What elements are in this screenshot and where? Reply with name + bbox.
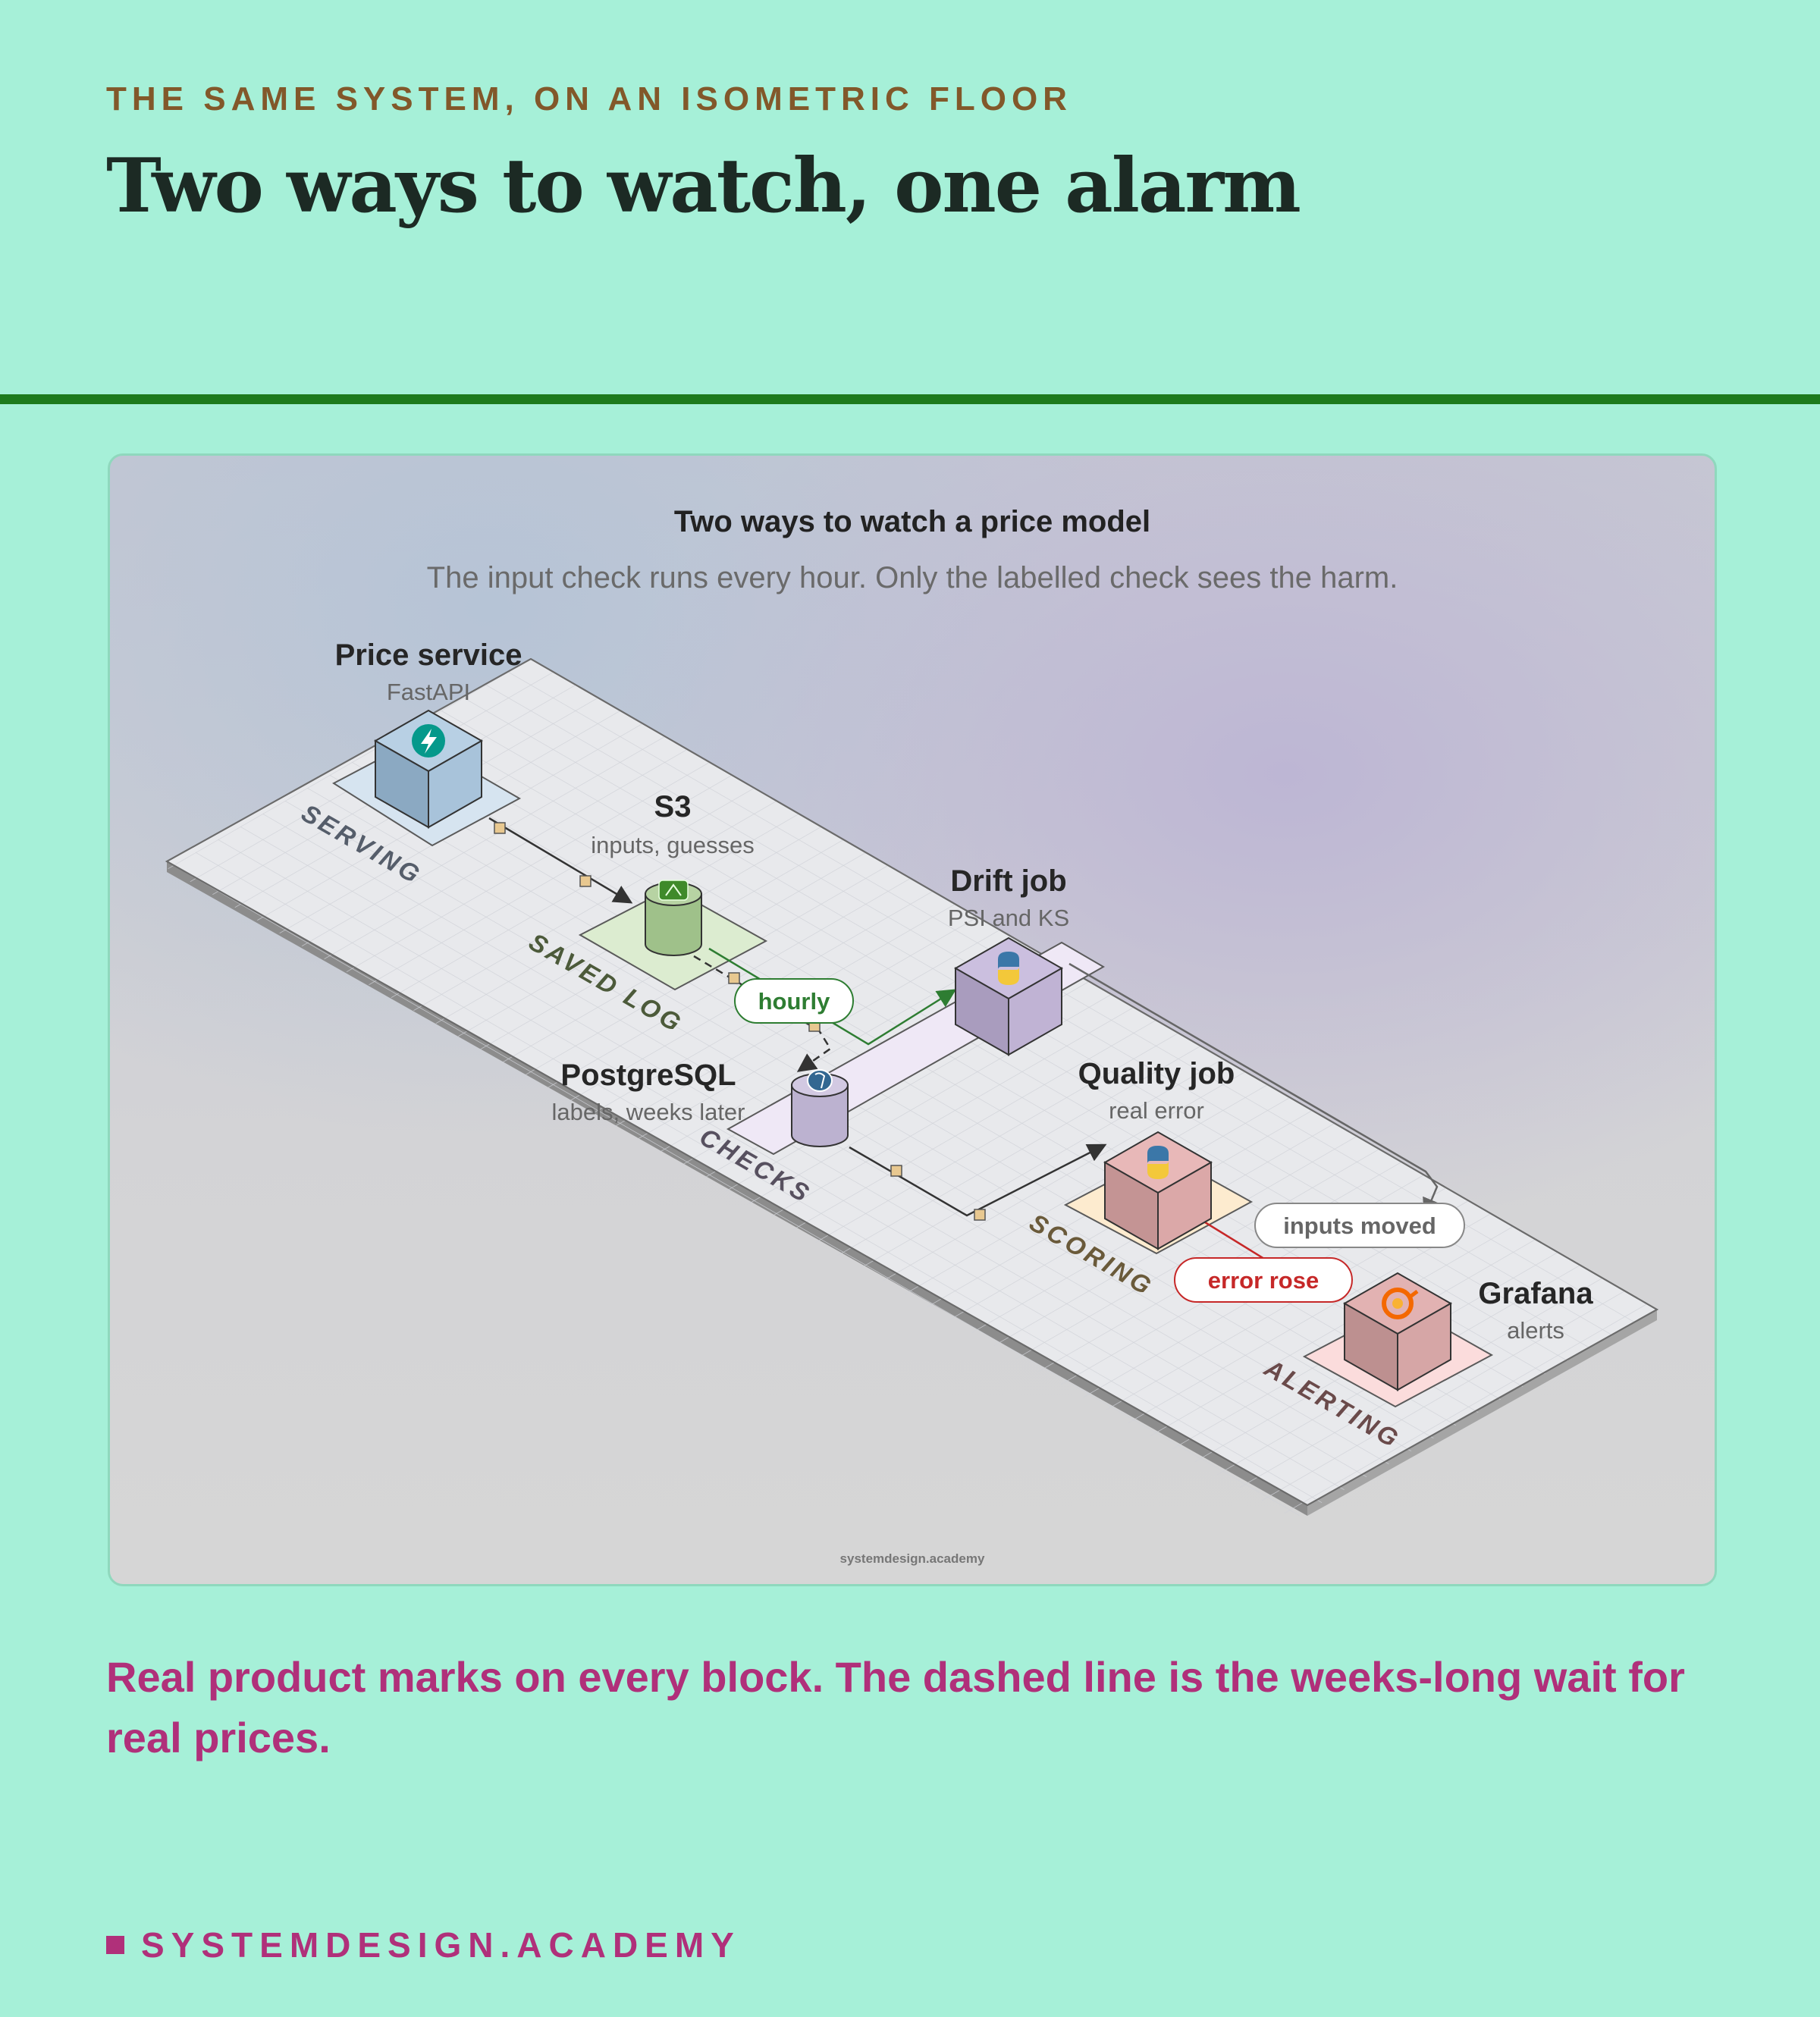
- svg-text:error rose: error rose: [1208, 1267, 1319, 1294]
- node-postgresql[interactable]: PostgreSQL labels, weeks later: [551, 1059, 849, 1147]
- node-s3[interactable]: S3 inputs, guesses: [591, 790, 755, 956]
- edge-drift-to-grafana: [1068, 962, 1441, 1218]
- svg-text:inputs moved: inputs moved: [1283, 1212, 1436, 1239]
- node-title-drift-job: Drift job: [950, 864, 1066, 898]
- edge-label-inputs-moved: inputs moved: [1254, 1203, 1465, 1248]
- node-sub-price-service: FastAPI: [387, 679, 470, 705]
- postgresql-icon: [807, 1069, 833, 1092]
- node-title-postgresql: PostgreSQL: [560, 1059, 736, 1092]
- node-title-s3: S3: [654, 790, 692, 823]
- footer-brand[interactable]: SYSTEMDESIGN.ACADEMY: [106, 1924, 741, 1965]
- node-title-grafana: Grafana: [1478, 1277, 1593, 1310]
- python-icon: [998, 952, 1019, 985]
- brand-text: SYSTEMDESIGN.ACADEMY: [141, 1925, 741, 1965]
- node-sub-postgresql: labels, weeks later: [551, 1099, 745, 1125]
- node-title-price-service: Price service: [335, 638, 522, 672]
- s3-bucket-icon: [658, 880, 689, 901]
- watermark: systemdesign.academy: [840, 1551, 985, 1566]
- node-sub-quality-job: real error: [1109, 1097, 1204, 1124]
- python-icon: [1147, 1146, 1169, 1179]
- node-grafana[interactable]: Grafana alerts: [1342, 1272, 1593, 1391]
- node-sub-drift-job: PSI and KS: [948, 905, 1069, 931]
- diagram-subtitle: The input check runs every hour. Only th…: [427, 561, 1398, 594]
- edge-price-to-s3: [488, 817, 633, 904]
- diagram-title: Two ways to watch a price model: [674, 505, 1150, 538]
- edge-label-hourly: hourly: [734, 978, 854, 1024]
- fastapi-icon: [412, 724, 445, 758]
- node-price-service[interactable]: Price service FastAPI: [335, 638, 522, 829]
- diagram-canvas: Two ways to watch a price model The inpu…: [165, 505, 1659, 1566]
- diagram-card: Two ways to watch a price model The inpu…: [108, 453, 1717, 1586]
- edge-postgres-to-quality: [849, 1143, 1107, 1221]
- node-sub-grafana: alerts: [1507, 1317, 1564, 1344]
- eyebrow: THE SAME SYSTEM, ON AN ISOMETRIC FLOOR: [106, 80, 1072, 118]
- node-quality-job[interactable]: Quality job real error: [1078, 1057, 1235, 1250]
- caption: Real product marks on every block. The d…: [106, 1653, 1685, 1761]
- edge-label-error-rose: error rose: [1174, 1257, 1353, 1303]
- svg-text:hourly: hourly: [758, 988, 830, 1015]
- grafana-icon: [1382, 1288, 1419, 1319]
- page-title: Two ways to watch, one alarm: [106, 143, 1301, 230]
- divider: [0, 394, 1820, 404]
- node-sub-s3: inputs, guesses: [591, 832, 754, 858]
- node-drift-job[interactable]: Drift job PSI and KS: [948, 864, 1069, 1056]
- brand-square-icon: [106, 1936, 124, 1954]
- node-title-quality-job: Quality job: [1078, 1057, 1235, 1090]
